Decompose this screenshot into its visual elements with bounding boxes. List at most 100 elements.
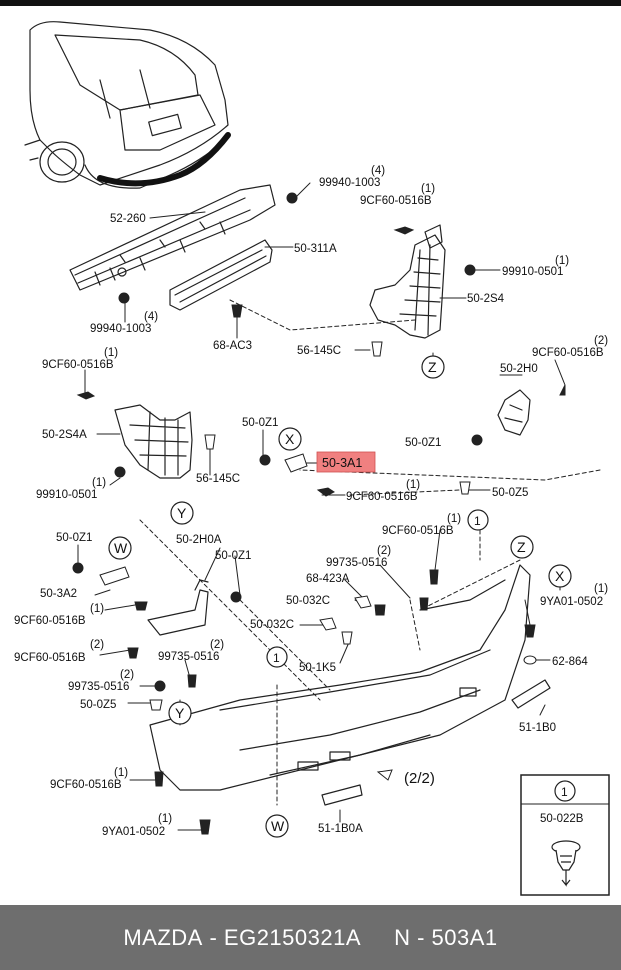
- label: 9CF60-0516B: [14, 615, 86, 627]
- label: 50-0Z5: [492, 487, 528, 499]
- label: (1): [90, 603, 104, 615]
- label: 68-AC3: [213, 340, 252, 352]
- screw-icon: [187, 674, 197, 688]
- energy-absorber: [169, 239, 273, 311]
- screw-icon: [127, 647, 139, 659]
- push-clip-icon: [551, 840, 581, 887]
- screw-icon: [134, 601, 148, 611]
- label: 9CF60-0516B: [42, 359, 114, 371]
- marker-y: Y: [177, 505, 187, 521]
- label: (4): [144, 311, 158, 323]
- label: (1): [594, 583, 608, 595]
- label: 9CF60-0516B: [14, 652, 86, 664]
- retainer-icon: [284, 453, 308, 473]
- footer-separator: -: [202, 924, 224, 950]
- label: 9CF60-0516B: [360, 195, 432, 207]
- label: 51-1B0: [519, 722, 556, 734]
- label: (4): [371, 165, 385, 177]
- label: 50-032C: [286, 595, 330, 607]
- label: (1): [421, 183, 435, 195]
- clip-icon: [199, 819, 211, 835]
- label: 52-260: [110, 213, 146, 225]
- marker-x: X: [285, 431, 295, 447]
- label: 50-2S4A: [42, 429, 87, 441]
- car-rear-illustration: [24, 21, 231, 189]
- marker-z: Z: [428, 359, 437, 375]
- clip-icon: [231, 304, 243, 318]
- marker-1: 1: [474, 514, 481, 528]
- parts-diagram: 99940-1003 (4) 9CF60-0516B (1) 52-260 50…: [0, 0, 621, 896]
- label: 99910-0501: [502, 266, 563, 278]
- label: (2): [594, 335, 608, 347]
- clip-icon: [371, 341, 383, 357]
- screw-icon: [429, 569, 439, 585]
- bracket-left: [147, 579, 209, 636]
- label: 50-2H0A: [176, 534, 222, 546]
- exploded-view-drawing: 99940-1003 (4) 9CF60-0516B (1) 52-260 50…: [14, 21, 610, 896]
- nut-icon: [72, 562, 84, 574]
- clip-icon: [374, 604, 386, 616]
- label: 50-3A2: [40, 588, 77, 600]
- label: 99910-0501: [36, 489, 97, 501]
- label: 9YA01-0502: [102, 826, 165, 838]
- page-indicator: (2/2): [404, 770, 435, 787]
- grommet-icon: [523, 655, 537, 665]
- nut-icon: [118, 292, 130, 304]
- label: (1): [406, 479, 420, 491]
- splash-shield-right: [369, 224, 446, 339]
- label: 50-0Z1: [56, 532, 92, 544]
- label: 99940-1003: [319, 177, 380, 189]
- clip-icon: [149, 699, 163, 711]
- label: 56-145C: [297, 345, 341, 357]
- clip-icon: [524, 624, 536, 638]
- clip-icon: [341, 631, 353, 645]
- label: 50-0Z1: [215, 550, 251, 562]
- marker-w: W: [114, 540, 128, 556]
- nut-icon: [154, 680, 166, 692]
- footer-gap: [361, 925, 394, 951]
- label: 99735-0516: [326, 557, 387, 569]
- leader-lines: [77, 182, 601, 831]
- bracket-right: [497, 389, 531, 436]
- label: (2): [90, 639, 104, 651]
- label: (2): [377, 545, 391, 557]
- clip-icon: [354, 595, 372, 609]
- screw-icon: [393, 226, 415, 235]
- marker-y: Y: [175, 705, 185, 721]
- arrow-icon: [376, 769, 393, 781]
- reflector-left: [321, 784, 363, 806]
- screw-icon: [76, 391, 96, 400]
- label: 9CF60-0516B: [532, 347, 604, 359]
- label: 50-0Z5: [80, 699, 116, 711]
- footer-part-number: EG2150321A: [223, 924, 362, 950]
- label: (2): [210, 639, 224, 651]
- label: (1): [158, 813, 172, 825]
- label: 56-145C: [196, 473, 240, 485]
- screw-icon: [559, 384, 566, 396]
- label: 99735-0516: [68, 681, 129, 693]
- label: 50-0Z1: [242, 417, 278, 429]
- label: (1): [114, 767, 128, 779]
- label: 68-423A: [306, 573, 350, 585]
- legend-marker: 1: [561, 785, 568, 799]
- label: 50-032C: [250, 619, 294, 631]
- label: 99735-0516: [158, 651, 219, 663]
- circle-markers: Z Y X W 1 Z X 1 Y W: [108, 355, 572, 838]
- label: 50-1K5: [299, 662, 336, 674]
- marker-x: X: [555, 568, 565, 584]
- label: (1): [92, 477, 106, 489]
- screw-icon: [154, 771, 164, 787]
- label: 9CF60-0516B: [50, 779, 122, 791]
- label: 50-2H0: [500, 363, 538, 375]
- label: 99940-1003: [90, 323, 151, 335]
- reinforcement-beam: [69, 184, 276, 291]
- marker-1: 1: [273, 651, 280, 665]
- retainer-icon: [99, 566, 130, 586]
- label: 50-2S4: [467, 293, 505, 305]
- marker-z: Z: [517, 539, 526, 555]
- label: (2): [120, 669, 134, 681]
- highlighted-part-label: 50-3A1: [322, 456, 362, 470]
- reflector-right: [511, 679, 551, 709]
- label: 50-311A: [294, 243, 337, 255]
- nut-icon: [230, 591, 242, 603]
